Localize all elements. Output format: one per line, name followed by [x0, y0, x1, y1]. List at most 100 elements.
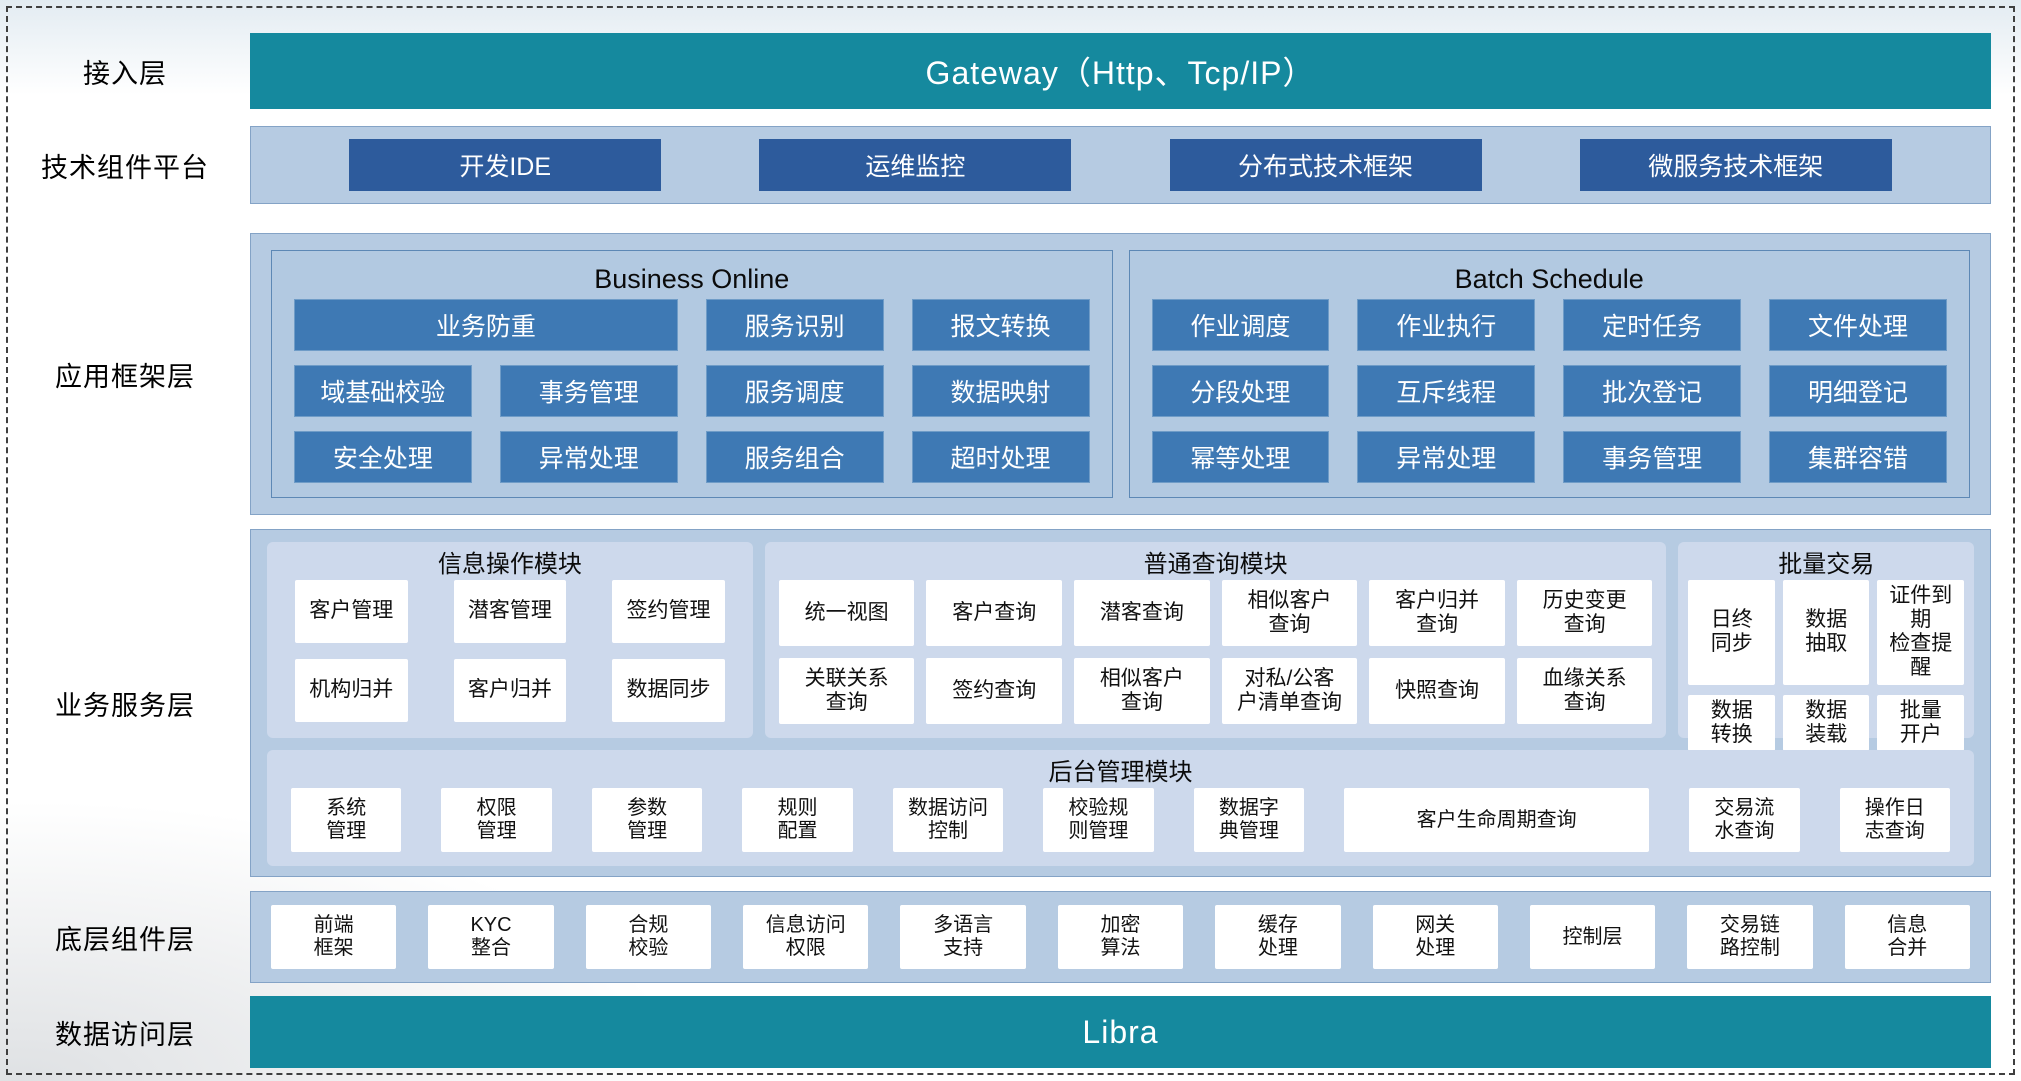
bs-item: 异常处理 — [1357, 431, 1536, 483]
bo-item: 异常处理 — [499, 431, 678, 483]
app-framework-panel: Business Online 业务防重 服务识别 报文转换 域基础校验 事务管… — [250, 233, 1991, 515]
bs-item: 明细登记 — [1769, 365, 1947, 417]
batch-cell: 数据 抽取 — [1782, 580, 1870, 685]
admin-cell-lifecycle-query: 客户生命周期查询 — [1344, 788, 1650, 852]
info-cell: 签约管理 — [612, 580, 725, 643]
info-cell: 潜客管理 — [453, 580, 567, 643]
business-service-row: 业务服务层 信息操作模块 客户管理 潜客管理 签约管理 机构归并 客户归并 — [0, 529, 1991, 877]
data-access-row: 数据访问层 Libra — [0, 996, 1991, 1068]
bs-item: 互斥线程 — [1357, 365, 1536, 417]
base-cell: 网关 处理 — [1372, 905, 1498, 969]
query-cell: 统一视图 — [778, 580, 915, 646]
bo-item: 服务调度 — [705, 365, 884, 417]
bs-item: 作业执行 — [1357, 299, 1536, 351]
query-cell: 历史变更 查询 — [1516, 580, 1653, 646]
layer-label-tech-platform: 技术组件平台 — [41, 152, 209, 183]
batch-cell: 数据 装载 — [1782, 694, 1870, 751]
admin-cell: 交易流 水查询 — [1689, 788, 1800, 852]
info-cell: 数据同步 — [612, 659, 725, 722]
bs-item: 作业调度 — [1151, 299, 1330, 351]
info-operation-grid: 客户管理 潜客管理 签约管理 机构归并 客户归并 数据同步 — [267, 580, 753, 738]
business-service-panel: 信息操作模块 客户管理 潜客管理 签约管理 机构归并 客户归并 数据同步 — [250, 529, 1991, 877]
admin-cell: 系统 管理 — [291, 788, 402, 852]
query-cell: 客户归并 查询 — [1369, 580, 1505, 646]
bs-item: 分段处理 — [1151, 365, 1330, 417]
business-online-panel: Business Online 业务防重 服务识别 报文转换 域基础校验 事务管… — [271, 250, 1113, 498]
query-cell: 潜客查询 — [1074, 580, 1210, 646]
batch-cell: 数据 转换 — [1688, 694, 1775, 751]
base-cell: KYC 整合 — [428, 905, 554, 969]
admin-cell: 数据字 典管理 — [1193, 788, 1305, 852]
query-cell: 快照查询 — [1369, 658, 1505, 724]
admin-module-row: 系统 管理 权限 管理 参数 管理 规则 配置 数据访问 控制 校验规 则管理 … — [267, 788, 1974, 866]
tech-platform-row: 技术组件平台 开发IDE 运维监控 分布式技术框架 微服务技术框架 — [0, 126, 1991, 204]
base-component-row: 底层组件层 前端 框架 KYC 整合 合规 校验 信息访问 权限 多语言 支持 … — [0, 891, 1991, 983]
bs-item: 文件处理 — [1769, 299, 1947, 351]
bs-item: 幂等处理 — [1151, 431, 1330, 483]
bs-item: 事务管理 — [1563, 431, 1742, 483]
info-cell: 客户管理 — [295, 580, 408, 643]
bo-item: 报文转换 — [911, 299, 1090, 351]
batch-trade-module: 批量交易 日终 同步 数据 抽取 证件到期 检查提醒 数据 转换 数据 装载 批… — [1678, 542, 1974, 751]
admin-cell: 规则 配置 — [742, 788, 853, 852]
base-cell: 合规 校验 — [585, 905, 712, 969]
layer-label-access: 接入层 — [83, 58, 167, 89]
query-cell: 对私/公客 户清单查询 — [1221, 658, 1358, 724]
business-online-grid: 业务防重 服务识别 报文转换 域基础校验 事务管理 服务调度 数据映射 安全处理… — [294, 299, 1090, 483]
info-operation-module: 信息操作模块 客户管理 潜客管理 签约管理 机构归并 客户归并 数据同步 — [267, 542, 753, 738]
layer-label-app-framework: 应用框架层 — [55, 361, 195, 392]
base-cell: 信息访问 权限 — [743, 905, 869, 969]
bo-item: 服务识别 — [705, 299, 884, 351]
bo-item: 超时处理 — [911, 431, 1090, 483]
query-cell: 关联关系 查询 — [778, 658, 915, 724]
bo-item: 安全处理 — [294, 431, 472, 483]
batch-schedule-grid: 作业调度 作业执行 定时任务 文件处理 分段处理 互斥线程 批次登记 明细登记 … — [1151, 299, 1947, 483]
layer-label-business-service: 业务服务层 — [55, 690, 195, 721]
base-cell: 信息 合并 — [1844, 905, 1970, 969]
business-online-title: Business Online — [594, 263, 790, 294]
base-cell: 交易链 路控制 — [1687, 905, 1813, 969]
bs-item: 定时任务 — [1563, 299, 1742, 351]
info-cell: 机构归并 — [295, 659, 408, 722]
admin-cell: 校验规 则管理 — [1043, 788, 1154, 852]
access-layer-row: 接入层 Gateway（Http、Tcp/IP） — [0, 33, 1991, 109]
batch-cell: 日终 同步 — [1688, 580, 1775, 685]
bs-item: 集群容错 — [1769, 431, 1947, 483]
base-cell: 多语言 支持 — [900, 905, 1026, 969]
bo-item: 服务组合 — [705, 431, 884, 483]
tech-item-dev-ide: 开发IDE — [349, 139, 662, 191]
layer-label-base-component: 底层组件层 — [55, 924, 195, 955]
batch-cell: 批量 开户 — [1877, 694, 1964, 751]
bo-item: 数据映射 — [911, 365, 1090, 417]
info-operation-title: 信息操作模块 — [437, 550, 582, 578]
base-cell: 缓存 处理 — [1215, 905, 1341, 969]
tech-item-microservice-framework: 微服务技术框架 — [1579, 139, 1892, 191]
base-component-panel: 前端 框架 KYC 整合 合规 校验 信息访问 权限 多语言 支持 加密 算法 … — [250, 891, 1991, 983]
tech-platform-band: 开发IDE 运维监控 分布式技术框架 微服务技术框架 — [250, 126, 1991, 204]
tech-item-distributed-framework: 分布式技术框架 — [1169, 139, 1482, 191]
tech-item-ops-monitor: 运维监控 — [759, 139, 1072, 191]
base-cell: 控制层 — [1529, 905, 1656, 969]
bo-item: 域基础校验 — [294, 365, 472, 417]
bs-item: 批次登记 — [1563, 365, 1742, 417]
batch-cell: 证件到期 检查提醒 — [1877, 580, 1964, 685]
service-modules: 信息操作模块 客户管理 潜客管理 签约管理 机构归并 客户归并 数据同步 — [267, 542, 1974, 751]
admin-cell: 操作日 志查询 — [1839, 788, 1950, 852]
batch-trade-title: 批量交易 — [1778, 550, 1875, 578]
base-cell: 加密 算法 — [1057, 905, 1184, 969]
info-cell: 客户归并 — [453, 659, 567, 722]
admin-module: 后台管理模块 系统 管理 权限 管理 参数 管理 规则 配置 数据访问 控制 校… — [267, 750, 1974, 866]
layer-label-data-access: 数据访问层 — [55, 1019, 195, 1050]
query-cell: 血缘关系 查询 — [1516, 658, 1653, 724]
batch-schedule-panel: Batch Schedule 作业调度 作业执行 定时任务 文件处理 分段处理 … — [1128, 250, 1970, 498]
query-cell: 客户查询 — [926, 580, 1063, 646]
admin-cell: 权限 管理 — [441, 788, 552, 852]
admin-cell: 数据访问 控制 — [892, 788, 1004, 852]
libra-banner: Libra — [250, 996, 1991, 1068]
common-query-module: 普通查询模块 统一视图 客户查询 潜客查询 相似客户 查询 客户归并 查询 历史… — [764, 542, 1667, 738]
query-cell: 相似客户 查询 — [1221, 580, 1358, 646]
base-cell: 前端 框架 — [271, 905, 397, 969]
query-cell: 相似客户 查询 — [1074, 658, 1210, 724]
